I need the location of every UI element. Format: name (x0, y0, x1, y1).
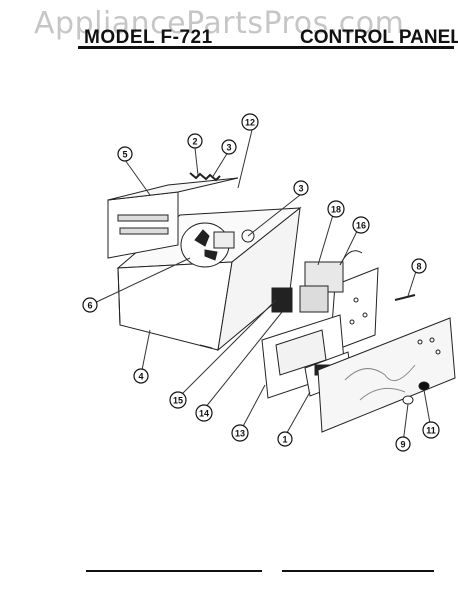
svg-text:11: 11 (426, 426, 436, 436)
model-title: MODEL F-721 (84, 27, 213, 48)
watermark: AppliancePartsPros.com (34, 6, 405, 41)
callout-14: 14 (195, 404, 213, 422)
callout-3b: 3 (293, 180, 309, 196)
svg-text:9: 9 (400, 440, 405, 450)
svg-text:3: 3 (226, 143, 231, 153)
svg-text:13: 13 (235, 429, 245, 439)
callout-5: 5 (117, 146, 133, 162)
callout-11: 11 (422, 421, 440, 439)
callout-12: 12 (241, 113, 259, 131)
top-cover (107, 177, 239, 259)
button-cap (402, 395, 414, 405)
svg-text:1: 1 (282, 435, 287, 445)
svg-text:14: 14 (199, 409, 209, 419)
knob (418, 381, 430, 391)
section-title: CONTROL PANEL (300, 27, 458, 48)
svg-text:15: 15 (173, 396, 183, 406)
callout-8: 8 (411, 258, 427, 274)
callout-9: 9 (395, 436, 411, 452)
callout-18: 18 (327, 200, 345, 218)
header-rule (78, 46, 454, 49)
svg-text:16: 16 (356, 221, 366, 231)
footer-rule-right (282, 570, 434, 572)
leader-lines (89, 129, 432, 444)
callout-13: 13 (231, 424, 249, 442)
callout-16: 16 (352, 216, 370, 234)
svg-text:12: 12 (245, 118, 255, 128)
svg-text:6: 6 (87, 301, 92, 311)
timer-module (299, 250, 363, 313)
spring (189, 172, 221, 182)
switch-assembly (271, 287, 293, 313)
callout-15: 15 (169, 391, 187, 409)
svg-text:8: 8 (416, 262, 421, 272)
screw (394, 294, 416, 301)
footer-rule-left (86, 570, 262, 572)
svg-text:5: 5 (122, 150, 127, 160)
callout-2: 2 (187, 133, 203, 149)
callout-6: 6 (82, 297, 98, 313)
callout-4: 4 (133, 368, 149, 384)
callout-1: 1 (277, 431, 293, 447)
callout-3a: 3 (221, 139, 237, 155)
svg-text:2: 2 (192, 137, 197, 147)
front-panel (317, 317, 456, 433)
svg-text:4: 4 (138, 372, 143, 382)
svg-text:18: 18 (331, 205, 341, 215)
fan-motor (180, 222, 255, 268)
callouts: 5 2 3 12 3 18 16 8 6 4 15 14 13 1 9 11 (82, 113, 440, 452)
housing (116, 206, 302, 352)
svg-text:3: 3 (298, 184, 303, 194)
